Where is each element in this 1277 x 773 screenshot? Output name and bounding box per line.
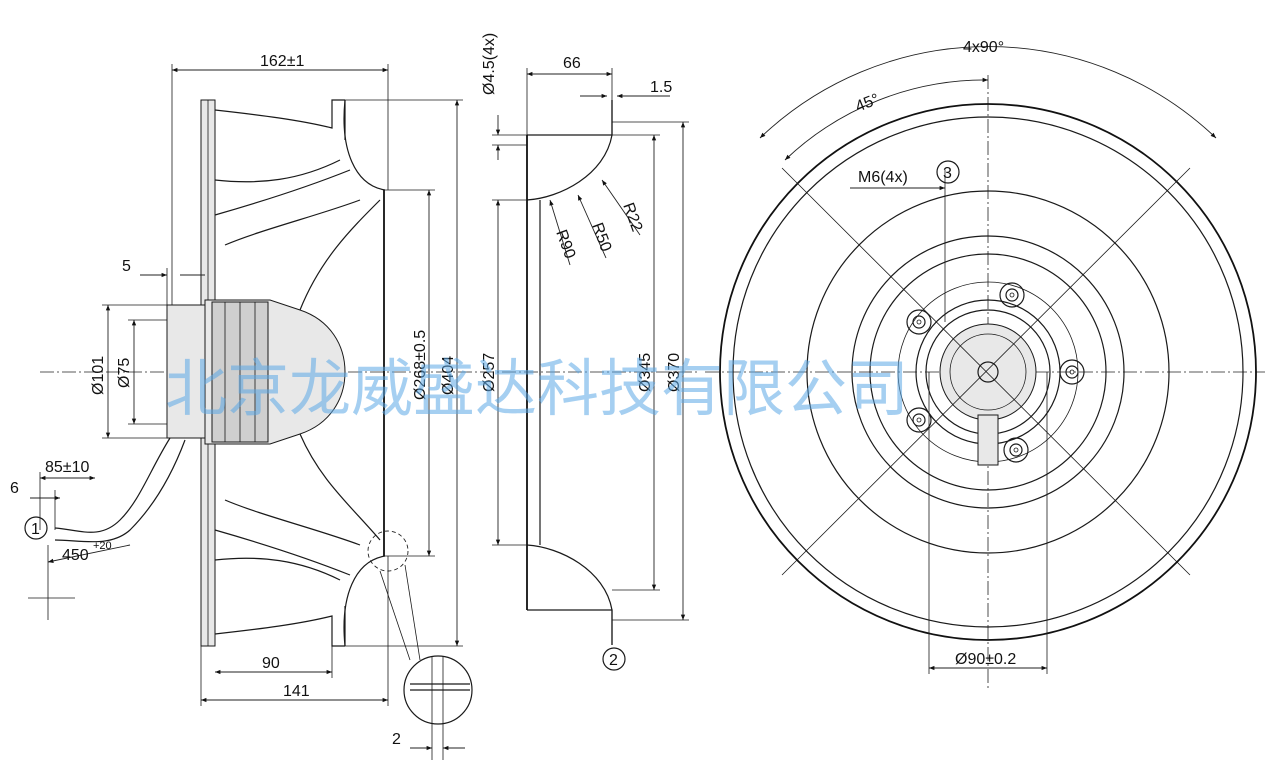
cable-outlet [977, 414, 999, 466]
bolt-upper-left [906, 309, 932, 335]
callout-1-circle [24, 516, 48, 540]
callout-3-circle [936, 160, 960, 184]
detail-circle-large [403, 655, 473, 725]
dim-162: 162±1 [260, 53, 304, 70]
dim-268: Ø268±0.5 [412, 330, 429, 400]
dim-75: Ø75 [116, 358, 133, 388]
bolt-lower-left [906, 407, 932, 433]
callout-1: 1 [31, 521, 40, 538]
dim-85: 85±10 [45, 459, 89, 476]
dim-141: 141 [283, 683, 310, 700]
radius-50: R50 [588, 221, 614, 254]
angle-45: 45° [853, 91, 882, 116]
front-view: 4x90° 45° M6(4x) Ø90±0.2 3 [705, 39, 1265, 690]
dim-404: Ø404 [440, 356, 457, 395]
bolt-upper-right [999, 282, 1025, 308]
thread-m6: M6(4x) [858, 169, 908, 186]
dim-101: Ø101 [90, 356, 107, 395]
dim-1-5: 1.5 [650, 79, 672, 96]
angle-4x90: 4x90° [963, 39, 1004, 56]
ring-top-flange [527, 100, 613, 136]
callout-2: 2 [609, 652, 618, 669]
bolt-lower-right [1003, 437, 1029, 463]
side-view: 162±1 5 Ø101 Ø75 85±10 6 450 +20 90 141 … [10, 53, 480, 760]
radius-22: R22 [619, 201, 645, 234]
dim-66: 66 [563, 55, 581, 72]
dim-2: 2 [392, 731, 401, 748]
radius-90: R90 [552, 228, 578, 261]
dim-257: Ø257 [481, 353, 498, 392]
dim-370: Ø370 [666, 353, 683, 392]
dim-90-hub: Ø90±0.2 [955, 651, 1016, 668]
motor-face [939, 323, 1037, 421]
dim-450-tol: +20 [93, 540, 112, 552]
callout-3: 3 [943, 165, 952, 182]
bolt-right [1059, 359, 1085, 385]
dim-450: 450 [62, 547, 89, 564]
dim-6: 6 [10, 480, 19, 497]
outer-ring [719, 103, 1257, 641]
watermark-text: 北京龙威盛达科技有限公司 [165, 352, 909, 425]
dim-345: Ø345 [637, 353, 654, 392]
dim-5: 5 [122, 258, 131, 275]
callout-2-circle [602, 647, 626, 671]
dim-4-5: Ø4.5(4x) [481, 33, 498, 95]
dim-90: 90 [262, 655, 280, 672]
